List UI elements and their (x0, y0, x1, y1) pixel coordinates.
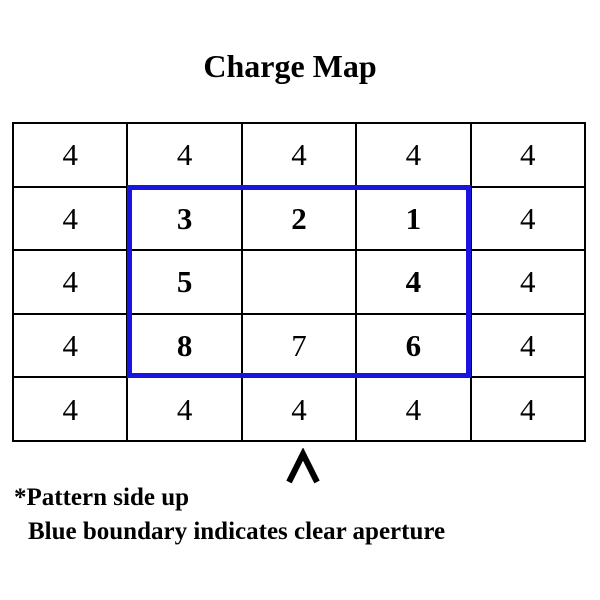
charge-grid: 4 4 4 4 4 4 3 2 1 4 4 5 4 4 4 8 7 6 4 4 … (12, 122, 586, 442)
grid-cell-r4-c0: 4 (14, 378, 129, 442)
grid-cell-r1-c4: 4 (471, 187, 586, 252)
grid-cell-r3-c0: 4 (14, 314, 129, 379)
grid-cell-r4-c1: 4 (128, 378, 243, 442)
pattern-side-note: *Pattern side up (14, 484, 189, 511)
grid-cell-r3-c4: 4 (471, 314, 586, 379)
grid-cell-r2-c3: 4 (357, 251, 472, 315)
grid-cell-r3-c1: 8 (128, 314, 243, 379)
grid-cell-r0-c3: 4 (357, 124, 472, 188)
grid-cell-r1-c1: 3 (128, 187, 243, 252)
grid-cell-r2-c4: 4 (471, 251, 586, 315)
grid-cell-r4-c2: 4 (242, 378, 358, 442)
grid-cell-r3-c2: 7 (242, 314, 358, 379)
grid-cell-r4-c3: 4 (357, 378, 472, 442)
aperture-note: Blue boundary indicates clear aperture (28, 518, 446, 545)
grid-cell-r0-c4: 4 (471, 124, 586, 188)
grid-cell-r0-c2: 4 (242, 124, 358, 188)
chart-title: Charge Map (203, 48, 377, 84)
grid-cell-r2-c0: 4 (14, 251, 129, 315)
caret-up-icon (286, 448, 320, 484)
grid-cell-r2-c1: 5 (128, 251, 243, 315)
grid-cell-r3-c3: 6 (357, 314, 472, 379)
grid-cell-r1-c2: 2 (242, 187, 358, 252)
grid-cell-r1-c0: 4 (14, 187, 129, 252)
grid-cell-r0-c1: 4 (128, 124, 243, 188)
grid-cell-r0-c0: 4 (14, 124, 129, 188)
grid-cell-r1-c3: 1 (357, 187, 472, 252)
grid-cell-r2-c2 (242, 251, 358, 315)
grid-cell-r4-c4: 4 (471, 378, 586, 442)
